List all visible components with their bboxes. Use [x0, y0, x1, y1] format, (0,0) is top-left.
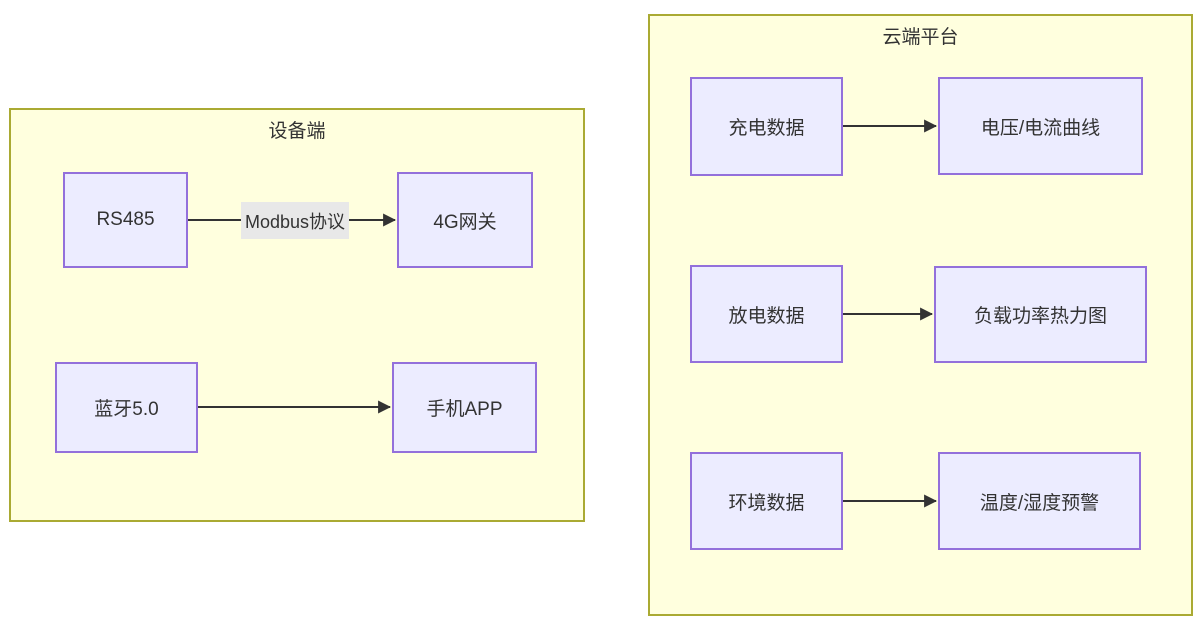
node-env-data: 环境数据 — [690, 452, 843, 550]
node-voltage-current-curve-label: 电压/电流曲线 — [980, 117, 1101, 139]
node-discharge-data: 放电数据 — [690, 265, 843, 363]
node-charge-data-label: 充电数据 — [728, 118, 805, 139]
cluster-cloud-title: 云端平台 — [882, 27, 959, 48]
cluster-device-title: 设备端 — [268, 121, 326, 142]
node-charge-data: 充电数据 — [690, 77, 843, 176]
edge-label-modbus-protocol: Modbus协议 — [241, 202, 349, 239]
node-discharge-data-label: 放电数据 — [728, 305, 805, 327]
node-bluetooth-label: 蓝牙5.0 — [94, 399, 159, 420]
node-load-power-heatmap: 负载功率热力图 — [934, 266, 1147, 363]
node-load-power-heatmap-label: 负载功率热力图 — [973, 306, 1107, 327]
node-voltage-current-curve: 电压/电流曲线 — [938, 77, 1143, 175]
node-temp-humidity-alert: 温度/湿度预警 — [938, 452, 1141, 550]
node-phone-app: 手机APP — [392, 362, 537, 453]
node-env-data-label: 环境数据 — [728, 492, 805, 514]
node-4g-gateway: 4G网关 — [397, 172, 533, 268]
node-rs485: RS485 — [63, 172, 188, 268]
node-rs485-label: RS485 — [96, 209, 155, 230]
node-phone-app-label: 手机APP — [426, 399, 503, 420]
node-4g-gateway-label: 4G网关 — [433, 211, 497, 233]
node-bluetooth: 蓝牙5.0 — [55, 362, 198, 453]
node-temp-humidity-alert-label: 温度/湿度预警 — [979, 492, 1100, 514]
